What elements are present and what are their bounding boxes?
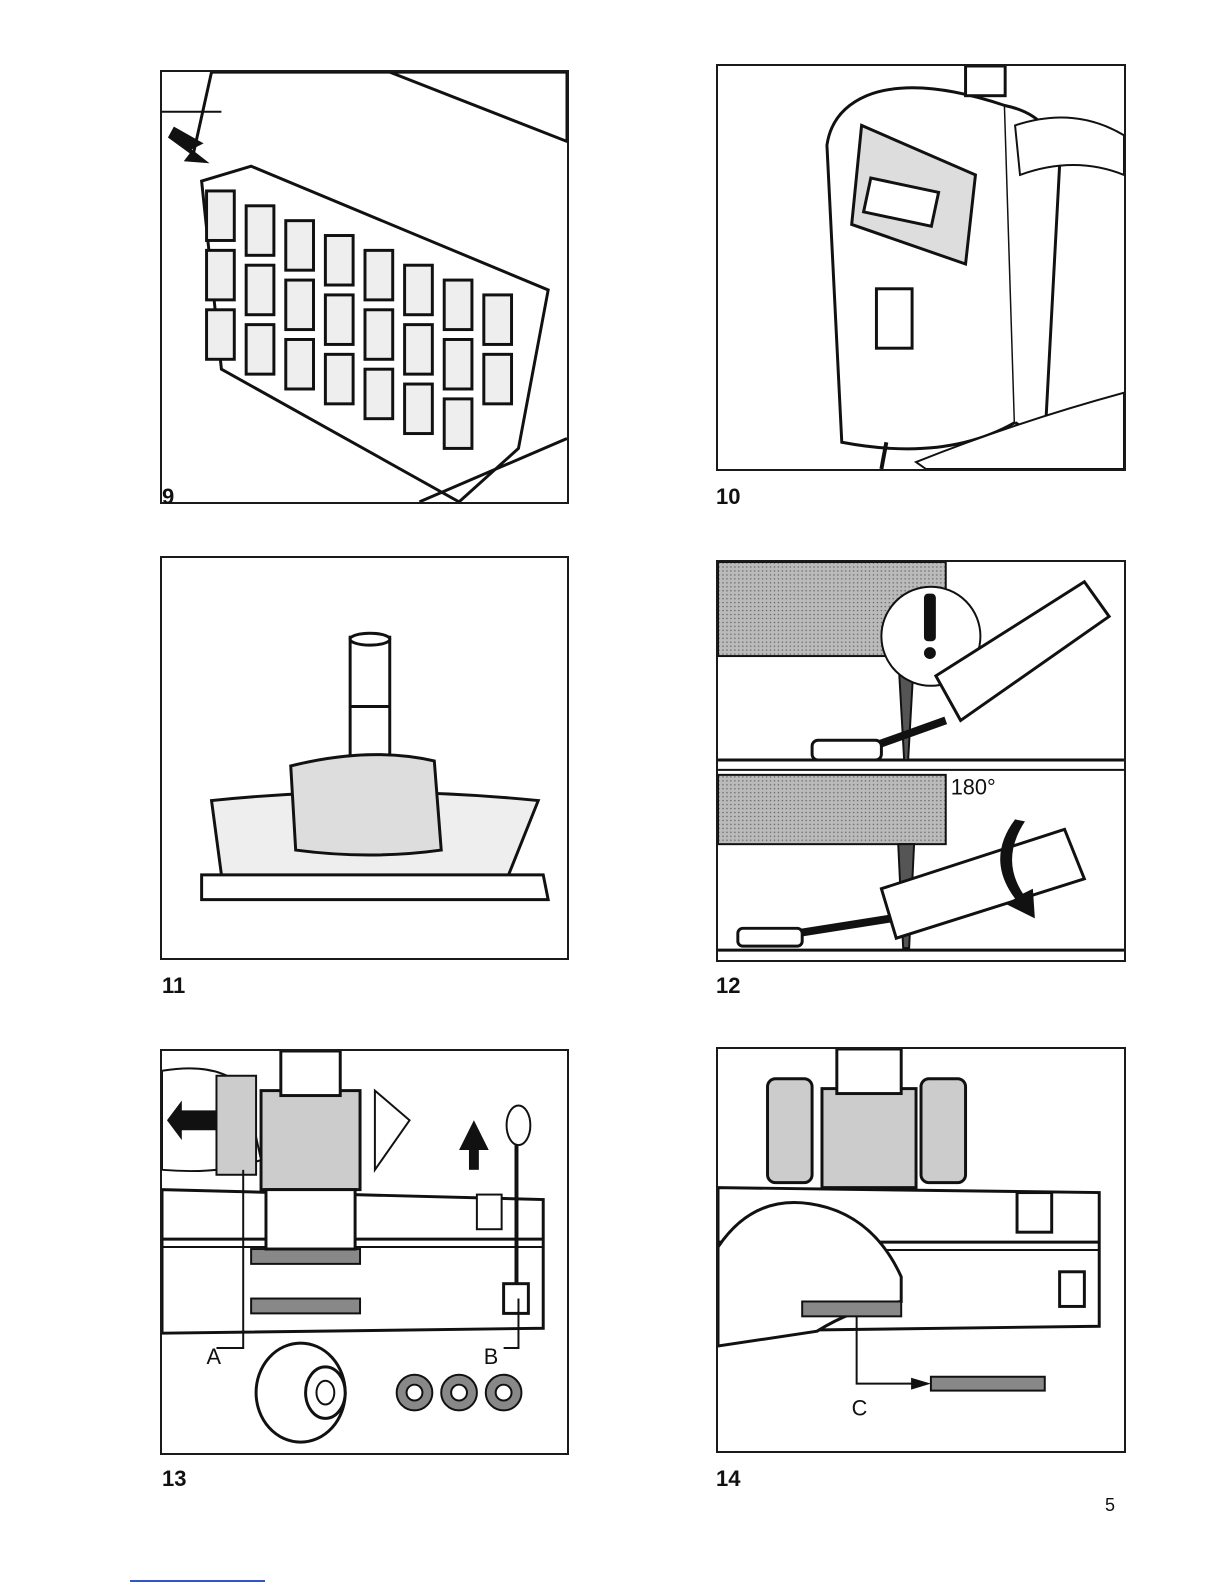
figure-number: 10 <box>716 486 740 508</box>
under-furniture-illustration: 180° <box>718 562 1124 960</box>
figure-number: 11 <box>162 975 185 997</box>
figure-11-panel <box>160 556 569 960</box>
brush-strip-part <box>931 1377 1045 1391</box>
angle-label: 180° <box>951 775 996 800</box>
page-number: 5 <box>1105 1496 1115 1514</box>
footer-rule <box>130 1580 265 1582</box>
figure-13-panel: A B <box>160 1049 569 1455</box>
pointer-arrow-icon <box>911 1378 931 1390</box>
figure-14-panel: C <box>716 1047 1126 1453</box>
callout-a: A <box>207 1344 222 1369</box>
figure-number: 14 <box>716 1468 740 1490</box>
bearing-parts <box>397 1375 522 1411</box>
figure-9-panel <box>160 70 569 504</box>
warning-exclamation-icon <box>924 594 936 642</box>
up-arrow-icon <box>459 1120 489 1150</box>
figure-number: 13 <box>162 1468 186 1490</box>
figure-10-panel <box>716 64 1126 471</box>
figure-number: 9 <box>162 486 174 508</box>
insert-arrow-icon <box>168 127 210 164</box>
vacuum-body-illustration <box>718 66 1124 469</box>
brush-strip-removal-illustration: C <box>718 1049 1124 1451</box>
floor-nozzle-illustration <box>162 558 567 958</box>
callout-c: C <box>852 1395 868 1420</box>
figure-12-panel: 180° <box>716 560 1126 962</box>
figure-number: 12 <box>716 975 740 997</box>
filter-cassette-illustration <box>162 72 567 502</box>
brush-roller-removal-illustration: A B <box>162 1051 567 1453</box>
callout-b: B <box>484 1344 499 1369</box>
